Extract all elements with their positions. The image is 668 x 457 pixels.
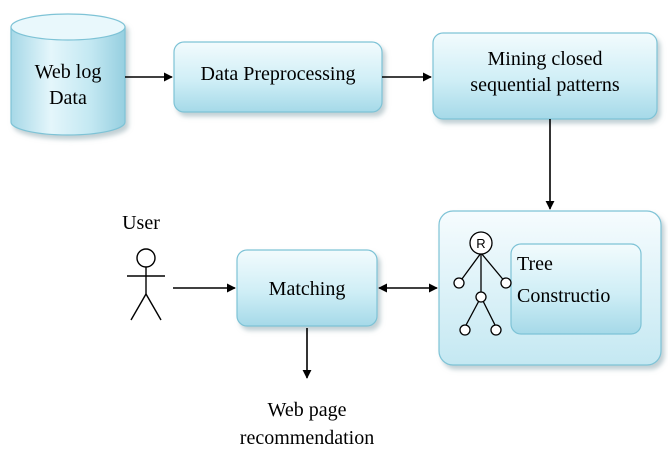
tree-icon <box>453 231 512 336</box>
user-icon <box>127 248 165 321</box>
tree-node <box>500 277 512 289</box>
matching-box <box>236 249 378 327</box>
mining-patterns-box <box>432 32 658 120</box>
recommendation-label-line1: Web page <box>268 399 347 421</box>
tree-node <box>459 324 471 336</box>
tree-root-node <box>469 231 493 255</box>
web-log-data-label-line2: Data <box>49 87 87 109</box>
tree-construction-inner-box <box>510 243 642 335</box>
matching-label: Matching <box>269 278 346 300</box>
mining-patterns-label-line1: Mining closed <box>488 48 603 70</box>
tree-node <box>475 291 487 303</box>
mining-patterns-label-line2: sequential patterns <box>470 74 620 96</box>
tree-node <box>490 324 502 336</box>
data-preprocessing-label: Data Preprocessing <box>201 63 356 85</box>
web-log-data-label-line1: Web log <box>35 61 102 83</box>
user-label: User <box>122 212 160 234</box>
tree-construction-label-line1: Tree <box>517 253 553 275</box>
tree-root-label: R <box>476 236 485 251</box>
tree-construction-label-line2: Constructio <box>517 285 610 307</box>
web-log-data-cylinder <box>10 13 126 136</box>
tree-node <box>453 277 465 289</box>
recommendation-label-line2: recommendation <box>240 427 374 449</box>
